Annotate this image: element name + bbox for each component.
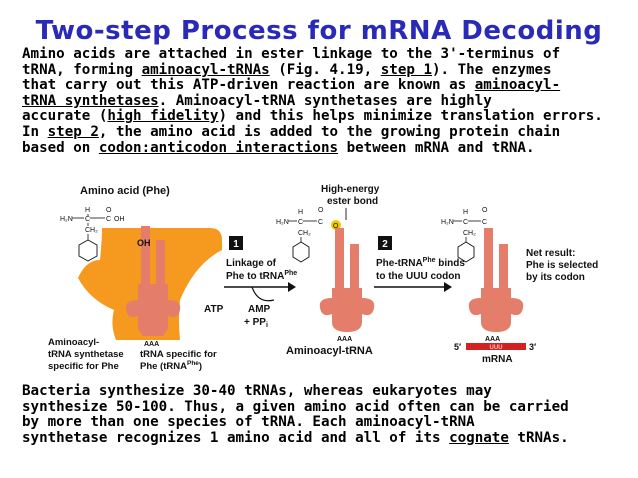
term-cognate: cognate	[449, 429, 509, 446]
atp-label: ATP	[204, 304, 224, 315]
term-step-2: step 2	[47, 123, 99, 140]
synthetase-label-line-2: tRNA synthetase	[48, 349, 124, 360]
step-2-text-line-1: Phe-tRNAPhe binds	[376, 257, 465, 269]
anticodon-label-bound: AAA	[485, 336, 500, 343]
phe-structure-attached: H O H₂N C C CH₂	[276, 207, 324, 263]
codon-label: UUU	[490, 345, 503, 351]
step-1-text-line-1: Linkage of	[226, 258, 277, 269]
svg-text:C: C	[85, 216, 90, 223]
svg-text:CH₂: CH₂	[85, 227, 98, 234]
term-step-1: step 1	[380, 61, 433, 78]
trna-bound	[468, 228, 524, 332]
svg-text:C: C	[318, 219, 323, 226]
trna-specific-label-line-2: Phe (tRNAPhe)	[140, 360, 202, 372]
text-line: synthesize 50-100. Thus, a given amino a…	[22, 398, 569, 415]
synthetase-label-line-1: Aminoacyl-	[48, 337, 99, 348]
term-trna-synthetases: tRNA synthetases	[22, 92, 159, 109]
aminoacyl-trna-label: Aminoacyl-tRNA	[286, 345, 373, 357]
svg-text:H: H	[85, 207, 90, 214]
net-result-line-3: by its codon	[526, 272, 585, 283]
ester-bond-label-line-2: ester bond	[327, 196, 378, 207]
svg-text:O: O	[482, 207, 488, 214]
text-line: In step 2, the amino acid is added to th…	[22, 123, 561, 140]
svg-text:O: O	[318, 207, 324, 214]
summary-paragraph: Bacteria synthesize 30-40 tRNAs, whereas…	[22, 383, 618, 446]
text-line: that carry out this ATP-driven reaction …	[22, 77, 561, 94]
step-2-number: 2	[382, 239, 388, 250]
svg-text:H: H	[463, 209, 468, 216]
text-line: tRNA, forming aminoacyl-tRNAs (Fig. 4.19…	[22, 61, 552, 78]
ester-bond-label-line-1: High-energy	[321, 184, 380, 195]
trna-free	[125, 226, 181, 336]
step-1-badge	[229, 236, 243, 250]
svg-text:O: O	[333, 223, 339, 230]
text-line: tRNA synthetases. Aminoacyl-tRNA synthet…	[22, 92, 492, 109]
term-codon-anticodon: codon:anticodon interactions	[98, 139, 339, 156]
svg-text:H₂N: H₂N	[60, 216, 73, 223]
three-prime-label: 3′	[529, 342, 536, 352]
net-result-line-2: Phe is selected	[526, 260, 598, 271]
term-high-fidelity: high fidelity	[107, 108, 219, 125]
svg-text:C: C	[463, 219, 468, 226]
anticodon-label-free: AAA	[144, 341, 159, 348]
term-aminoacyl: aminoacyl-	[474, 77, 561, 94]
text-line: synthetase recognizes 1 amino acid and a…	[22, 429, 569, 446]
text-line: based on codon:anticodon interactions be…	[22, 139, 535, 156]
step-1-arrowhead	[288, 282, 296, 292]
step-2-badge	[378, 236, 392, 250]
svg-text:CH₂: CH₂	[298, 230, 311, 237]
svg-text:C: C	[482, 219, 487, 226]
step-2-text-line-2: to the UUU codon	[376, 271, 460, 282]
text-line: accurate (high fidelity) and this helps …	[22, 108, 603, 125]
ppi-label: + PPi	[244, 317, 268, 329]
phe-structure-bound: H O H₂N C C CH₂	[441, 207, 488, 263]
svg-text:CH₂: CH₂	[463, 230, 476, 237]
mrna-strand	[466, 343, 526, 350]
svg-text:C: C	[298, 219, 303, 226]
synthetase-label-line-3: specific for Phe	[48, 361, 119, 372]
atp-arrow	[251, 286, 275, 302]
trna-specific-label-line-1: tRNA specific for	[140, 349, 217, 360]
net-result-line-1: Net result:	[526, 248, 575, 259]
anticodon-label-aminoacyl: AAA	[337, 336, 352, 343]
svg-text:OH: OH	[114, 216, 125, 223]
amino-acid-label: Amino acid (Phe)	[80, 185, 170, 197]
trna-aminoacyl	[319, 228, 375, 332]
step-1-text-line-2: Phe to tRNAPhe	[226, 270, 297, 282]
text-line: Bacteria synthesize 30-40 tRNAs, whereas…	[22, 383, 492, 399]
svg-text:H: H	[298, 209, 303, 216]
text-line: by more than one species of tRNA. Each a…	[22, 414, 475, 431]
page-title: Two-step Process for mRNA Decoding	[35, 16, 603, 46]
five-prime-label: 5′	[454, 342, 461, 352]
step-1-number: 1	[233, 239, 239, 250]
ester-bond-highlight	[331, 220, 341, 230]
svg-text:C: C	[106, 216, 111, 223]
svg-text:O: O	[106, 207, 112, 214]
step-2-arrowhead	[444, 282, 452, 292]
mrna-label: mRNA	[482, 354, 513, 365]
phe-structure-free: H O H₂N C C OH CH₂	[60, 207, 125, 262]
amp-label: AMP	[248, 304, 271, 315]
svg-text:H₂N: H₂N	[276, 219, 289, 226]
text-line: Amino acids are attached in ester linkag…	[22, 46, 561, 62]
mrna-decoding-figure: Amino acid (Phe) H O H₂N C C OH CH₂ OH A…	[48, 184, 598, 372]
term-aminoacyl-trnas: aminoacyl-tRNAs	[141, 61, 270, 78]
svg-text:H₂N: H₂N	[441, 219, 454, 226]
oh-label: OH	[137, 238, 151, 248]
intro-paragraph: Amino acids are attached in ester linkag…	[22, 46, 618, 156]
